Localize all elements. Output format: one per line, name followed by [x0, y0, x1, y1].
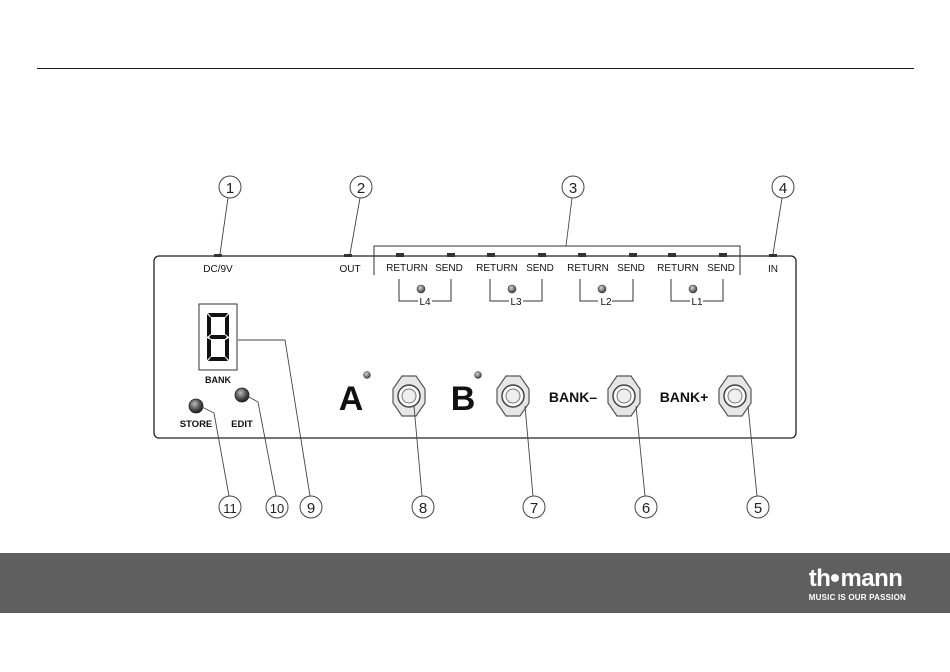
in-jack — [769, 254, 777, 257]
callout-7: 7 — [523, 496, 545, 518]
in-label: IN — [768, 264, 778, 275]
footswitch-bank-minus-label: BANK– — [549, 389, 597, 405]
footswitch-b-label: B — [451, 380, 476, 418]
send-label-l3: SEND — [526, 263, 554, 274]
callout-4: 4 — [772, 176, 794, 198]
return-label-l3: RETURN — [476, 263, 518, 274]
loop-led-l4 — [417, 285, 425, 293]
footswitch-a[interactable] — [393, 376, 425, 416]
svg-text:8: 8 — [419, 500, 427, 517]
callout-2: 2 — [350, 176, 372, 198]
edit-label: EDIT — [231, 419, 253, 430]
logo-word-left: th — [809, 565, 831, 592]
logo-dot — [831, 574, 839, 582]
footswitch-a-label: A — [339, 380, 364, 418]
loop-led-l3 — [508, 285, 516, 293]
svg-text:7: 7 — [530, 500, 538, 517]
out-jack — [344, 254, 352, 257]
loop-led-l1 — [689, 285, 697, 293]
pedal-diagram: DC/9V OUT IN RETURN SEND L4 RETURN SEND … — [0, 0, 950, 553]
loop-label-l1: L1 — [691, 297, 703, 308]
callout-1: 1 — [219, 176, 241, 198]
send-label-l4: SEND — [435, 263, 463, 274]
send-label-l2: SEND — [617, 263, 645, 274]
return-label-l1: RETURN — [657, 263, 699, 274]
store-button[interactable] — [189, 399, 203, 413]
svg-text:5: 5 — [754, 500, 762, 517]
callout-5: 5 — [747, 496, 769, 518]
edit-button[interactable] — [235, 388, 249, 402]
bank-display-label: BANK — [205, 375, 231, 385]
footswitch-bank-plus-label: BANK+ — [660, 389, 709, 405]
callout-3: 3 — [562, 176, 584, 198]
led-b — [475, 372, 482, 379]
svg-text:3: 3 — [569, 180, 577, 197]
svg-text:2: 2 — [357, 180, 365, 197]
send-label-l1: SEND — [707, 263, 735, 274]
logo-word-right: mann — [840, 565, 902, 592]
callout-9: 9 — [300, 496, 322, 518]
callout-6: 6 — [635, 496, 657, 518]
loop-label-l4: L4 — [419, 297, 431, 308]
callout-8: 8 — [412, 496, 434, 518]
logo-tagline: MUSIC IS OUR PASSION — [809, 593, 906, 602]
dc-jack — [214, 254, 222, 257]
return-label-l4: RETURN — [386, 263, 428, 274]
footswitch-bank-minus[interactable] — [608, 376, 640, 416]
svg-text:4: 4 — [779, 180, 787, 197]
footswitch-b[interactable] — [497, 376, 529, 416]
loop-label-l3: L3 — [510, 297, 522, 308]
dc-label: DC/9V — [203, 264, 233, 275]
led-a — [364, 372, 371, 379]
footswitch-bank-plus[interactable] — [719, 376, 751, 416]
callout-11: 11 — [219, 496, 241, 518]
loop-label-l2: L2 — [600, 297, 612, 308]
svg-text:9: 9 — [307, 500, 315, 517]
return-label-l2: RETURN — [567, 263, 609, 274]
store-label: STORE — [180, 419, 213, 430]
svg-text:1: 1 — [226, 180, 234, 197]
svg-text:11: 11 — [223, 501, 237, 516]
loop-led-l2 — [598, 285, 606, 293]
svg-text:10: 10 — [270, 501, 284, 516]
out-label: OUT — [339, 264, 360, 275]
callout-10: 10 — [266, 496, 288, 518]
svg-text:6: 6 — [642, 500, 650, 517]
